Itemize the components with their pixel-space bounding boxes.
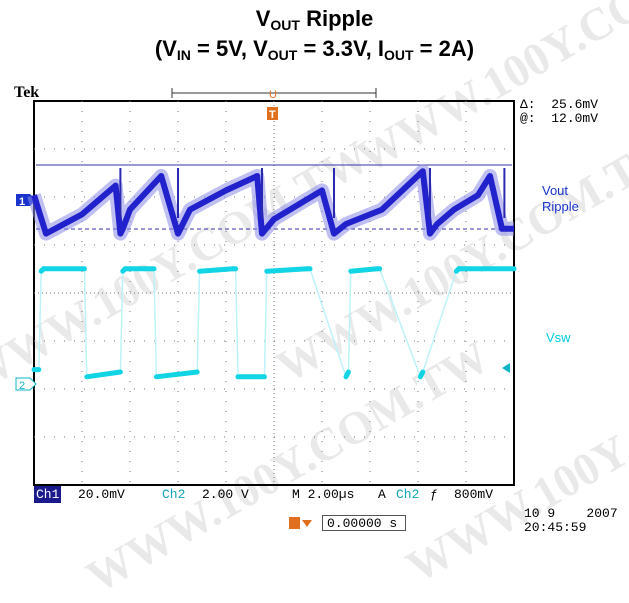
subtitle-part: = 2A) [413,36,475,61]
chart-subtitle: (VIN = 5V, VOUT = 3.3V, IOUT = 2A) [0,36,629,63]
trigger-level: 800mV [454,487,494,502]
title-sub-out: OUT [270,17,300,33]
subtitle-sub: OUT [267,47,298,63]
scope-screen: U T 1 2 [15,88,517,529]
brand-label: Tek [14,84,40,101]
ch1-label-line1: Vout [542,183,569,198]
trigger-position-arrow [302,520,312,527]
delta-value: 25.6mV [551,97,599,112]
subtitle-sub: IN [176,47,191,63]
ch1-indicator: Ch1 [34,486,62,503]
ch1-scale: 20.0mV [78,487,125,502]
trigger-position-icon [289,517,300,529]
ch2-trace-level [84,369,123,380]
subtitle-part: (V [154,36,177,61]
ch1-trace-noise-band [27,164,514,241]
ch2-trace-level [343,369,351,380]
ch2-trace [31,266,517,380]
record-bar-marker: U [269,89,277,101]
ch2-trace-level [417,369,426,380]
ch1-trace [27,164,514,241]
ch2-trace-level [197,266,236,274]
ch1-label-line2: Ripple [542,199,579,214]
ch2-scale: 2.00 V [202,487,249,502]
title-v: V [255,6,271,31]
ch2-trace-level [264,266,311,274]
status-bar: Ch1 20.0mV Ch2 2.00 V M 2.00µs A Ch2 ƒ 8… [34,486,514,503]
trigger-source: Ch2 [396,487,420,502]
subtitle-sub: OUT [384,47,414,63]
subtitle-part: = 3.3V, I [297,36,384,61]
timestamp: 10 9 2007 20:45:59 [524,507,618,535]
subtitle-part: = 5V, V [190,36,268,61]
ch1-ground-label: 1 [19,196,25,208]
ch2-trace-level [153,369,200,380]
date: 10 9 2007 [524,506,618,521]
title-ripple: Ripple [299,6,374,31]
ch2-ground-label: 2 [19,380,25,392]
ch1-trace-line [31,168,514,237]
ch2-ground-marker [15,377,37,391]
ch2-indicator: Ch2 [162,487,186,502]
trigger-position-readout: 0.00000 s [322,515,406,531]
cursor-readout: Δ: 25.6mV @: 12.0mV [520,98,598,126]
at-label: @: [520,111,536,126]
trigger-mode: A [378,487,386,502]
timebase: M 2.00µs [292,487,355,502]
trigger-marker-text: T [269,109,276,121]
ch2-channel-label: Vsw [546,330,571,345]
chart-title: VOUT Ripple [0,6,629,33]
trigger-slope-icon: ƒ [430,487,438,502]
ch2-trace-level [348,266,380,274]
at-value: 12.0mV [551,111,599,126]
trigger-marker-box [267,107,278,120]
ch1-channel-label: Vout Ripple [542,183,579,215]
delta-label: Δ: [520,97,536,112]
ch2-trigger-level-marker [502,363,510,373]
time: 20:45:59 [524,520,587,535]
graticule-grid [34,101,514,485]
